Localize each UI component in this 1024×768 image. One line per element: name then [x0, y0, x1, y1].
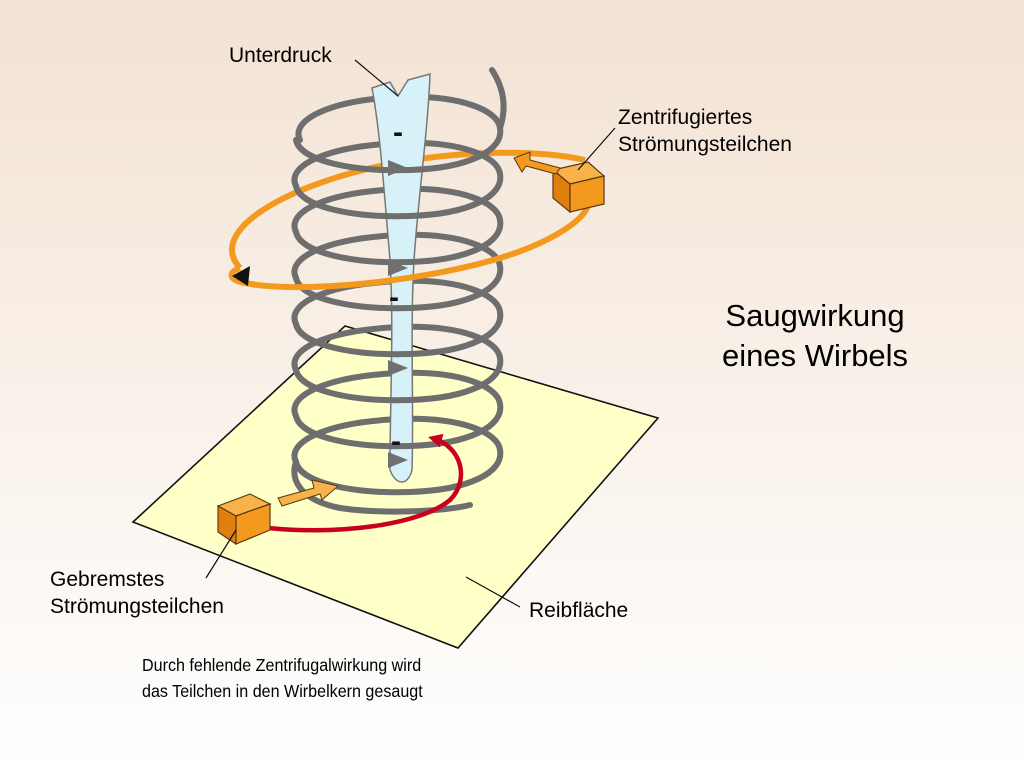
- arrow-icon: [388, 360, 408, 376]
- centrifuged-particle-cube-icon: [551, 161, 606, 214]
- arrow-icon: [388, 452, 408, 468]
- leader-lines: [205, 59, 616, 608]
- braked-arrow-icon: [277, 479, 340, 507]
- friction-plane: [131, 325, 660, 649]
- vortex-coil-front: [291, 67, 507, 515]
- low-pressure-sign: -: [389, 281, 399, 314]
- braked-particle-label: Gebremstes Strömungsteilchen: [50, 568, 224, 618]
- low-pressure-sign: -: [393, 116, 403, 149]
- flow-direction-arrows: [388, 160, 408, 468]
- arrow-icon: [388, 260, 408, 276]
- braked-particle-cube-icon: [216, 493, 272, 546]
- arrow-icon: [388, 160, 408, 176]
- centrifuged-particle-label: Zentrifugiertes Strömungsteilchen: [618, 106, 792, 156]
- low-pressure-label: Unterdruck: [229, 44, 332, 67]
- suction-path: [267, 433, 464, 533]
- centrifugal-arrow-icon: [513, 151, 561, 175]
- centrifugal-ring-arrow-icon: [232, 266, 250, 286]
- diagram-title: Saugwirkung eines Wirbels: [722, 298, 909, 373]
- centrifugal-path-front: [228, 193, 592, 291]
- low-pressure-sign: -: [391, 425, 401, 458]
- friction-surface-label: Reibfläche: [529, 599, 629, 622]
- caption: Durch fehlende Zentrifugalwirkung wird d…: [142, 655, 423, 701]
